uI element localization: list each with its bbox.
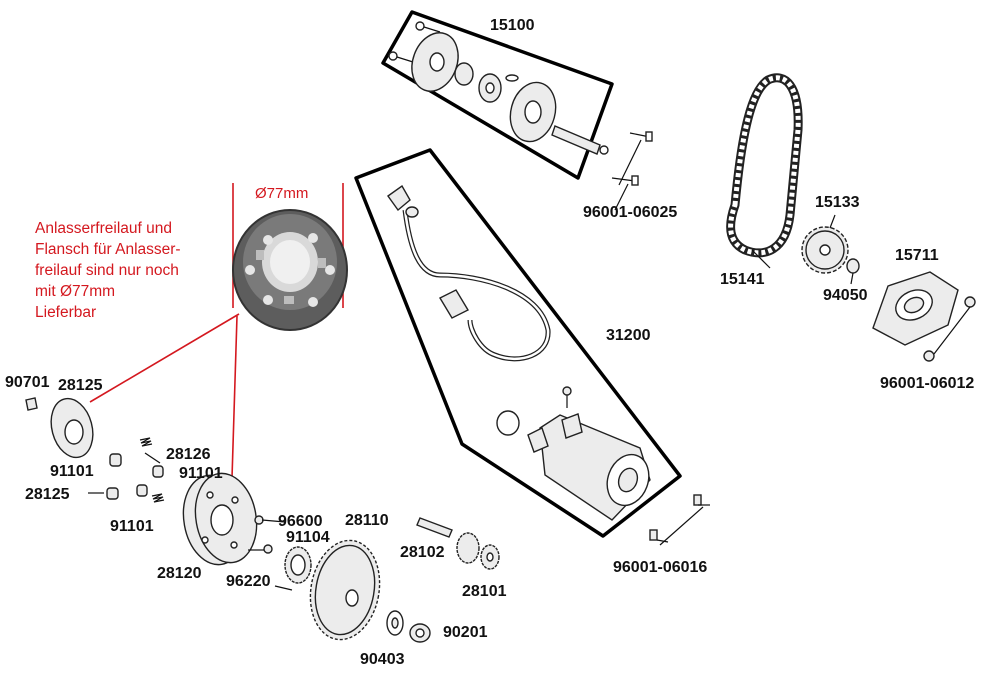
gear-28110 (309, 539, 381, 641)
label-28102: 28102 (400, 544, 445, 561)
note-line: mit Ø77mm (35, 283, 116, 300)
flange-28125 (25, 397, 94, 459)
part-number-labels: 15100 96001-06025 15133 15141 94050 1571… (5, 17, 974, 668)
rollers-and-springs (88, 437, 165, 503)
note-line: Flansch für Anlasser- (35, 241, 181, 258)
label-28120: 28120 (157, 565, 202, 582)
label-91104: 91104 (286, 529, 330, 546)
nut-94050 (846, 258, 860, 285)
label-28101: 28101 (462, 583, 507, 600)
label-96001-06025: 96001-06025 (583, 204, 677, 221)
label-15711: 15711 (895, 247, 939, 264)
diameter-label: Ø77mm (255, 185, 308, 202)
label-15133: 15133 (815, 194, 860, 211)
label-96001-06012: 96001-06012 (880, 375, 974, 392)
label-91101-right: 91101 (179, 465, 223, 482)
bolts-96001-06025 (611, 131, 653, 211)
label-28125-top: 28125 (58, 377, 103, 394)
label-91101-left: 91101 (50, 463, 94, 480)
label-94050: 94050 (823, 287, 868, 304)
note-line: freilauf sind nur noch (35, 262, 179, 279)
assembly-31200 (354, 148, 682, 538)
label-96220: 96220 (226, 573, 271, 590)
sprocket-15133 (801, 214, 849, 274)
label-15100: 15100 (490, 17, 535, 34)
chain-15141 (726, 73, 803, 269)
freewheel-housing-28120 (182, 472, 293, 591)
label-90701: 90701 (5, 374, 50, 391)
note-line: Anlasserfreilauf und (35, 220, 172, 237)
availability-note: Anlasserfreilauf und Flansch für Anlasse… (35, 218, 235, 323)
washer-90403 (386, 610, 404, 636)
label-91101-bottom: 91101 (110, 518, 154, 535)
label-15141: 15141 (720, 271, 765, 288)
assembly-15100 (381, 10, 614, 180)
note-line: Lieferbar (35, 304, 97, 321)
shaft-28102 (416, 517, 453, 538)
bolts-96001-06016 (649, 494, 710, 546)
label-96600: 96600 (278, 513, 323, 530)
nut-90201 (409, 623, 431, 643)
label-96001-06016: 96001-06016 (613, 559, 707, 576)
label-90403: 90403 (360, 651, 405, 668)
label-28126: 28126 (166, 446, 211, 463)
bearing-91104 (284, 546, 312, 584)
label-31200: 31200 (606, 327, 651, 344)
plate-15711 (872, 271, 976, 362)
label-28110: 28110 (345, 512, 389, 529)
label-28125-bottom: 28125 (25, 486, 70, 503)
freewheel-photo: Ø77mm (89, 183, 348, 479)
label-90201: 90201 (443, 624, 488, 641)
gear-28101 (456, 532, 500, 570)
